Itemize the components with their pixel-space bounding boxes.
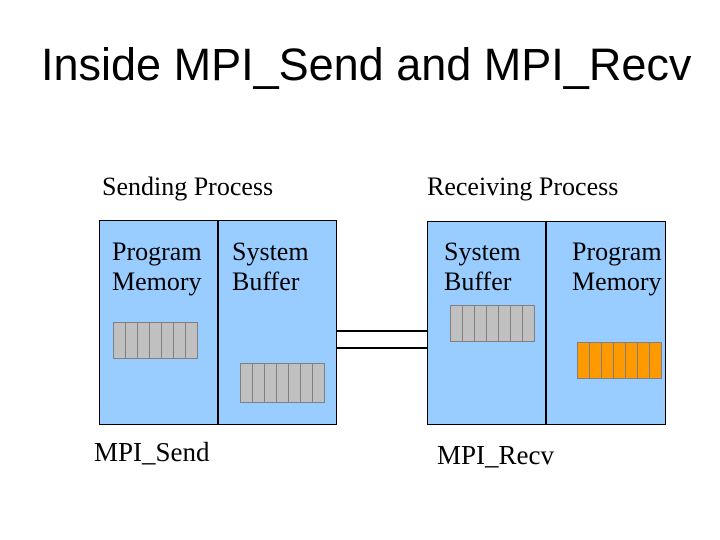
sending-program-memory-data-block xyxy=(113,322,198,359)
memory-block-cell xyxy=(241,364,253,402)
memory-block-cell xyxy=(138,323,150,358)
memory-block-cell xyxy=(114,323,126,358)
sending-process-heading: Sending Process xyxy=(102,172,274,201)
memory-block-cell xyxy=(602,343,614,378)
memory-block-cell xyxy=(650,343,661,378)
memory-block-cell xyxy=(590,343,602,378)
sending-system-buffer-data-block xyxy=(240,363,325,403)
sending-box-cell-divider xyxy=(217,221,219,424)
memory-block-cell xyxy=(174,323,186,358)
receiving-program-memory-data-block xyxy=(577,342,662,379)
memory-block-cell xyxy=(487,306,499,341)
memory-block-cell xyxy=(150,323,162,358)
transfer-channel-line-top xyxy=(337,330,427,332)
memory-block-cell xyxy=(313,364,324,402)
memory-block-cell xyxy=(638,343,650,378)
memory-block-cell xyxy=(253,364,265,402)
mpi-send-caption: MPI_Send xyxy=(94,437,210,467)
receiving-program-memory-label: Program Memory xyxy=(572,237,662,296)
slide-title: Inside MPI_Send and MPI_Recv xyxy=(41,39,692,90)
memory-block-cell xyxy=(289,364,301,402)
memory-block-cell xyxy=(614,343,626,378)
memory-block-cell xyxy=(126,323,138,358)
transfer-channel-line-bottom xyxy=(337,347,427,349)
receiving-system-buffer-label: System Buffer xyxy=(444,237,521,296)
mpi-recv-caption: MPI_Recv xyxy=(437,440,554,470)
memory-block-cell xyxy=(475,306,487,341)
memory-block-cell xyxy=(451,306,463,341)
memory-block-cell xyxy=(578,343,590,378)
receiving-system-buffer-data-block xyxy=(450,305,535,342)
receiving-box-cell-divider xyxy=(545,222,547,424)
memory-block-cell xyxy=(265,364,277,402)
memory-block-cell xyxy=(186,323,197,358)
sending-program-memory-label: Program Memory xyxy=(112,237,202,296)
memory-block-cell xyxy=(626,343,638,378)
receiving-process-heading: Receiving Process xyxy=(427,172,619,201)
memory-block-cell xyxy=(301,364,313,402)
memory-block-cell xyxy=(463,306,475,341)
memory-block-cell xyxy=(511,306,523,341)
memory-block-cell xyxy=(499,306,511,341)
memory-block-cell xyxy=(523,306,534,341)
memory-block-cell xyxy=(277,364,289,402)
memory-block-cell xyxy=(162,323,174,358)
sending-system-buffer-label: System Buffer xyxy=(232,237,309,296)
